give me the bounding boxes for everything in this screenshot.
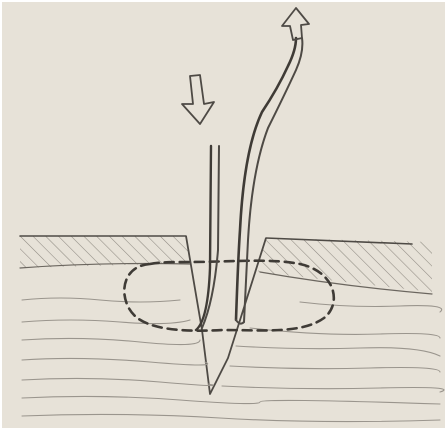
u-tube-inner-right (218, 146, 219, 250)
